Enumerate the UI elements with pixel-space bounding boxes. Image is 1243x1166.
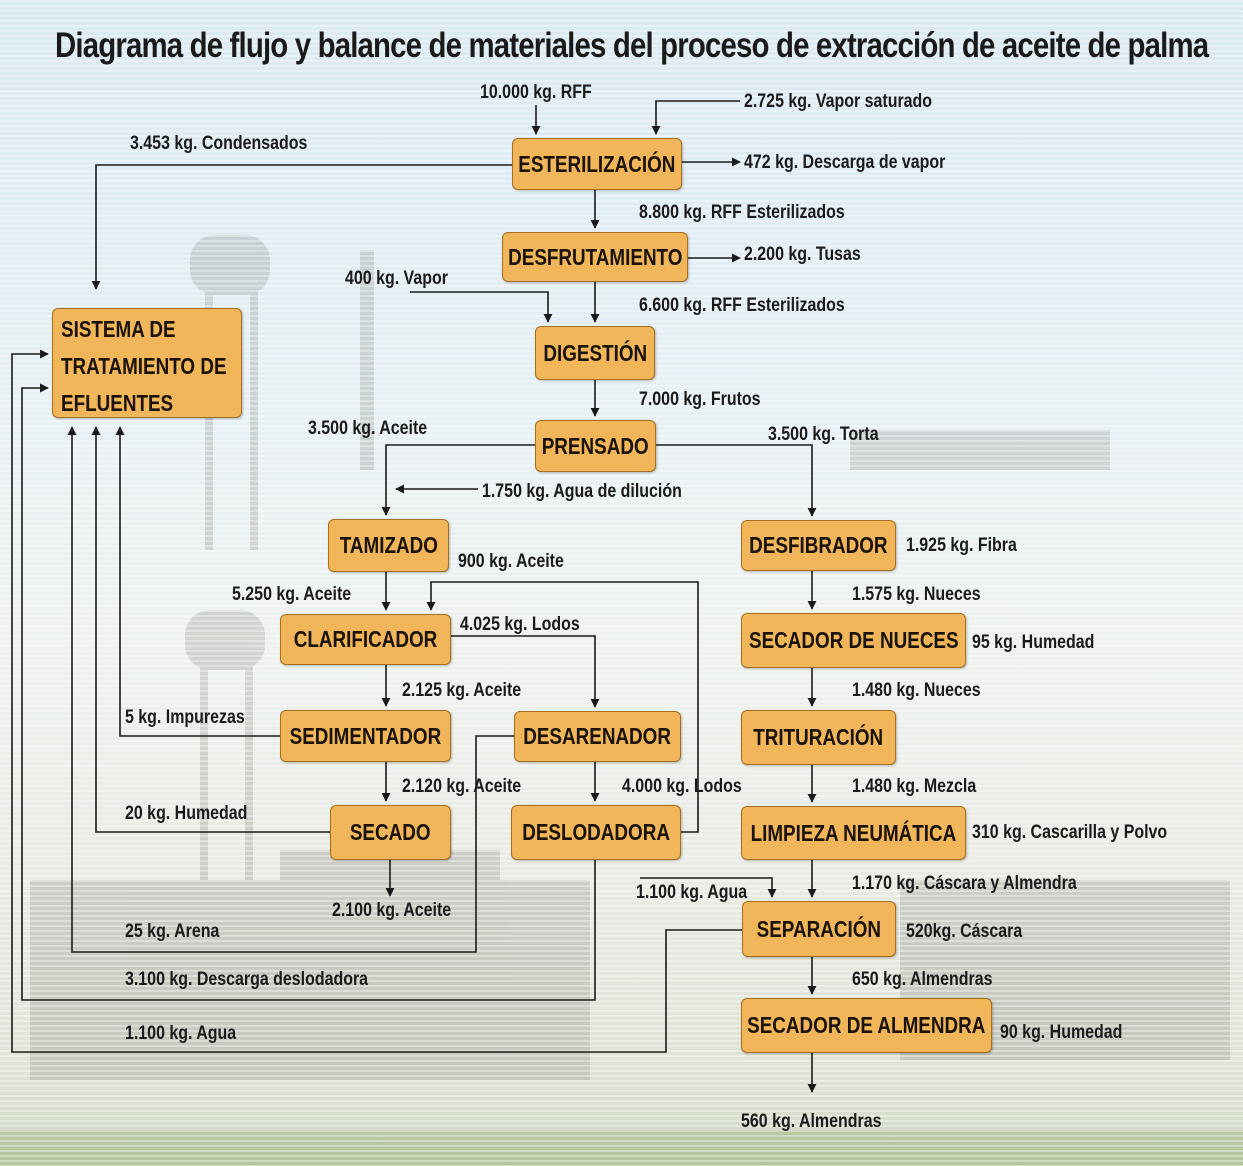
label-humedad-20: 20 kg. Humedad bbox=[125, 803, 248, 824]
label-descarga-deslodadora: 3.100 kg. Descarga deslodadora bbox=[125, 969, 369, 990]
box-deslodadora-label: DESLODADORA bbox=[522, 819, 670, 845]
label-aceite-2100: 2.100 kg. Aceite bbox=[332, 900, 452, 921]
label-aceite-2125: 2.125 kg. Aceite bbox=[402, 680, 522, 701]
box-sistema-tratamiento-efluentes: SISTEMA DE TRATAMIENTO DE EFLUENTES bbox=[52, 308, 242, 418]
box-separacion-label: SEPARACIÓN bbox=[756, 915, 882, 942]
label-torta: 3.500 kg. Torta bbox=[768, 424, 879, 445]
label-aceite-900: 900 kg. Aceite bbox=[458, 551, 564, 572]
arrow-humedad-20 bbox=[91, 426, 330, 833]
label-agua-dilucion: 1.750 kg. Agua de dilución bbox=[482, 481, 682, 502]
arrow-prensado-desfibrador bbox=[656, 444, 817, 517]
box-tamizado: TAMIZADO bbox=[328, 519, 449, 572]
label-cascarilla: 310 kg. Cascarilla y Polvo bbox=[972, 822, 1168, 843]
box-secado: SECADO bbox=[330, 805, 451, 860]
box-esterilizacion: ESTERILIZACIÓN bbox=[512, 138, 682, 190]
label-almendras-650: 650 kg. Almendras bbox=[852, 969, 993, 990]
box-clarificador: CLARIFICADOR bbox=[280, 614, 451, 665]
box-desfrutamiento: DESFRUTAMIENTO bbox=[502, 232, 688, 282]
box-esterilizacion-label: ESTERILIZACIÓN bbox=[518, 150, 676, 177]
box-desarenador-label: DESARENADOR bbox=[523, 723, 672, 749]
box-desfibrador-label: DESFIBRADOR bbox=[749, 532, 888, 558]
arrow-impurezas bbox=[115, 426, 280, 737]
label-rff-in: 10.000 kg. RFF bbox=[480, 82, 592, 103]
label-rff-esterilizados-2: 6.600 kg. RFF Esterilizados bbox=[639, 295, 845, 316]
label-descarga-vapor: 472 kg. Descarga de vapor bbox=[744, 152, 946, 173]
label-arena: 25 kg. Arena bbox=[125, 921, 220, 942]
box-secador-almendra: SECADOR DE ALMENDRA bbox=[741, 998, 992, 1053]
box-prensado-label: PRENSADO bbox=[542, 432, 649, 459]
arrow-vapor-saturado bbox=[651, 100, 740, 135]
label-aceite-3500: 3.500 kg. Aceite bbox=[308, 418, 428, 439]
arrow-arena bbox=[67, 426, 514, 953]
label-tusas: 2.200 kg. Tusas bbox=[744, 244, 861, 265]
box-prensado: PRENSADO bbox=[535, 420, 656, 472]
sistema-line-1: SISTEMA DE bbox=[61, 316, 176, 342]
box-secador-nueces-label: SECADOR DE NUECES bbox=[748, 627, 959, 653]
box-sedimentador: SEDIMENTADOR bbox=[280, 710, 451, 762]
box-sedimentador-label: SEDIMENTADOR bbox=[289, 722, 442, 749]
arrow-agua-1100-out bbox=[11, 349, 742, 1053]
box-desfrutamiento-label: DESFRUTAMIENTO bbox=[507, 243, 683, 270]
box-secado-label: SECADO bbox=[350, 819, 431, 845]
label-humedad-90: 90 kg. Humedad bbox=[1000, 1022, 1123, 1043]
box-deslodadora: DESLODADORA bbox=[511, 805, 681, 860]
sistema-label: SISTEMA DE TRATAMIENTO DE EFLUENTES bbox=[61, 311, 227, 422]
label-cascara-520: 520kg. Cáscara bbox=[906, 921, 1023, 942]
label-rff-esterilizados-1: 8.800 kg. RFF Esterilizados bbox=[639, 202, 845, 223]
box-clarificador-label: CLARIFICADOR bbox=[293, 626, 438, 652]
box-digestion: DIGESTIÓN bbox=[535, 326, 655, 380]
box-trituracion: TRITURACIÓN bbox=[741, 710, 896, 765]
page-title: Diagrama de flujo y balance de materiale… bbox=[55, 26, 1209, 65]
arrow-lodos-4025 bbox=[451, 635, 600, 708]
label-lodos-4025: 4.025 kg. Lodos bbox=[460, 614, 580, 635]
box-desfibrador: DESFIBRADOR bbox=[741, 520, 896, 571]
label-mezcla: 1.480 kg. Mezcla bbox=[852, 776, 977, 797]
arrow-descarga-deslodadora bbox=[21, 383, 596, 1001]
label-vapor-saturado: 2.725 kg. Vapor saturado bbox=[744, 91, 933, 112]
label-fibra: 1.925 kg. Fibra bbox=[906, 535, 1017, 556]
label-almendras-560: 560 kg. Almendras bbox=[741, 1111, 882, 1132]
box-tamizado-label: TAMIZADO bbox=[339, 532, 438, 558]
box-trituracion-label: TRITURACIÓN bbox=[753, 724, 884, 750]
label-condensados: 3.453 kg. Condensados bbox=[130, 133, 308, 154]
label-agua-1100-out: 1.100 kg. Agua bbox=[125, 1023, 237, 1044]
label-aceite-5250: 5.250 kg. Aceite bbox=[232, 584, 352, 605]
box-limpieza-neumatica-label: LIMPIEZA NEUMÁTICA bbox=[750, 819, 957, 846]
box-desarenador: DESARENADOR bbox=[514, 711, 681, 762]
box-digestion-label: DIGESTIÓN bbox=[543, 339, 647, 366]
label-humedad-95: 95 kg. Humedad bbox=[972, 632, 1095, 653]
arrow-condensados bbox=[91, 164, 512, 290]
sistema-line-3: EFLUENTES bbox=[61, 390, 174, 416]
box-limpieza-neumatica: LIMPIEZA NEUMÁTICA bbox=[741, 806, 966, 860]
arrow-vapor-400 bbox=[410, 291, 553, 323]
label-impurezas: 5 kg. Impurezas bbox=[125, 707, 245, 728]
label-vapor-400: 400 kg. Vapor bbox=[345, 268, 448, 289]
box-secador-almendra-label: SECADOR DE ALMENDRA bbox=[747, 1012, 986, 1038]
box-separacion: SEPARACIÓN bbox=[742, 901, 896, 957]
label-lodos-4000: 4.000 kg. Lodos bbox=[622, 776, 742, 797]
label-cascara-almendra: 1.170 kg. Cáscara y Almendra bbox=[852, 873, 1077, 894]
sistema-line-2: TRATAMIENTO DE bbox=[61, 353, 227, 379]
label-aceite-2120: 2.120 kg. Aceite bbox=[402, 776, 522, 797]
label-nueces-1480: 1.480 kg. Nueces bbox=[852, 680, 981, 701]
label-frutos: 7.000 kg. Frutos bbox=[639, 389, 761, 410]
arrow-aceite-recycle bbox=[426, 581, 699, 833]
box-secador-nueces: SECADOR DE NUECES bbox=[741, 613, 966, 668]
label-nueces-1575: 1.575 kg. Nueces bbox=[852, 584, 981, 605]
arrow-prensado-tamizado bbox=[381, 444, 535, 516]
arrow-agua-1100-in bbox=[640, 877, 777, 898]
label-agua-1100-in: 1.100 kg. Agua bbox=[636, 882, 748, 903]
